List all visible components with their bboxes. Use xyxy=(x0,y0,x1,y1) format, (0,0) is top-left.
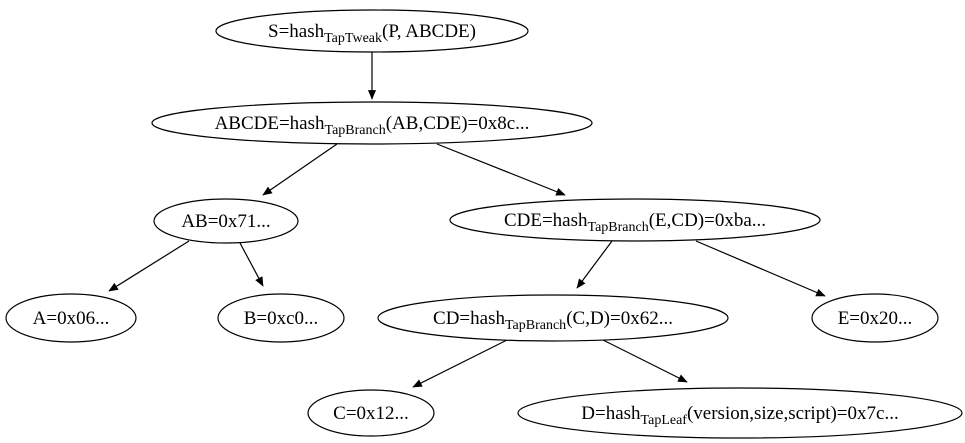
node-e-ellipse xyxy=(811,293,939,343)
node-abcde-ellipse xyxy=(151,101,593,145)
node-b-ellipse xyxy=(217,293,345,343)
node-d-label: D=hashTapLeaf(version,size,script)=0x7c.… xyxy=(581,403,898,428)
node-ab-ellipse xyxy=(153,198,299,244)
node-cd-label: CD=hashTapBranch(C,D)=0x62... xyxy=(433,308,673,333)
node-c-label: C=0x12... xyxy=(333,403,409,424)
node-s-ellipse xyxy=(215,9,529,53)
node-abcde-label: ABCDE=hashTapBranch(AB,CDE)=0x8c... xyxy=(215,113,530,138)
edge-cde-cd xyxy=(576,240,613,289)
node-d-ellipse xyxy=(517,387,963,439)
node-b: B=0xc0... xyxy=(217,293,345,343)
node-cde-label: CDE=hashTapBranch(E,CD)=0xba... xyxy=(504,210,766,235)
node-d: D=hashTapLeaf(version,size,script)=0x7c.… xyxy=(517,387,963,439)
node-a-ellipse xyxy=(5,293,137,343)
node-cde-ellipse xyxy=(449,198,821,242)
node-e: E=0x20... xyxy=(811,293,939,343)
node-s: S=hashTapTweak(P, ABCDE) xyxy=(215,9,529,53)
edge-abcde-cde xyxy=(436,143,566,196)
node-a: A=0x06... xyxy=(5,293,137,343)
node-c: C=0x12... xyxy=(307,389,435,437)
node-cd-ellipse xyxy=(377,294,729,342)
node-cd: CD=hashTapBranch(C,D)=0x62... xyxy=(377,294,729,342)
edge-ab-b xyxy=(239,242,264,287)
node-b-label: B=0xc0... xyxy=(244,308,319,329)
node-abcde: ABCDE=hashTapBranch(AB,CDE)=0x8c... xyxy=(151,101,593,145)
node-e-label: E=0x20... xyxy=(838,308,913,329)
node-cde: CDE=hashTapBranch(E,CD)=0xba... xyxy=(449,198,821,242)
edges xyxy=(108,52,826,388)
edge-cd-c xyxy=(412,337,512,388)
edge-abcde-ab xyxy=(262,143,338,196)
edge-cd-d xyxy=(600,338,688,383)
edge-cde-e xyxy=(695,240,826,297)
node-ab-label: AB=0x71... xyxy=(181,211,270,232)
node-s-label: S=hashTapTweak(P, ABCDE) xyxy=(268,21,476,46)
node-a-label: A=0x06... xyxy=(33,308,110,329)
node-c-ellipse xyxy=(307,389,435,437)
edge-ab-a xyxy=(108,240,190,292)
node-ab: AB=0x71... xyxy=(153,198,299,244)
